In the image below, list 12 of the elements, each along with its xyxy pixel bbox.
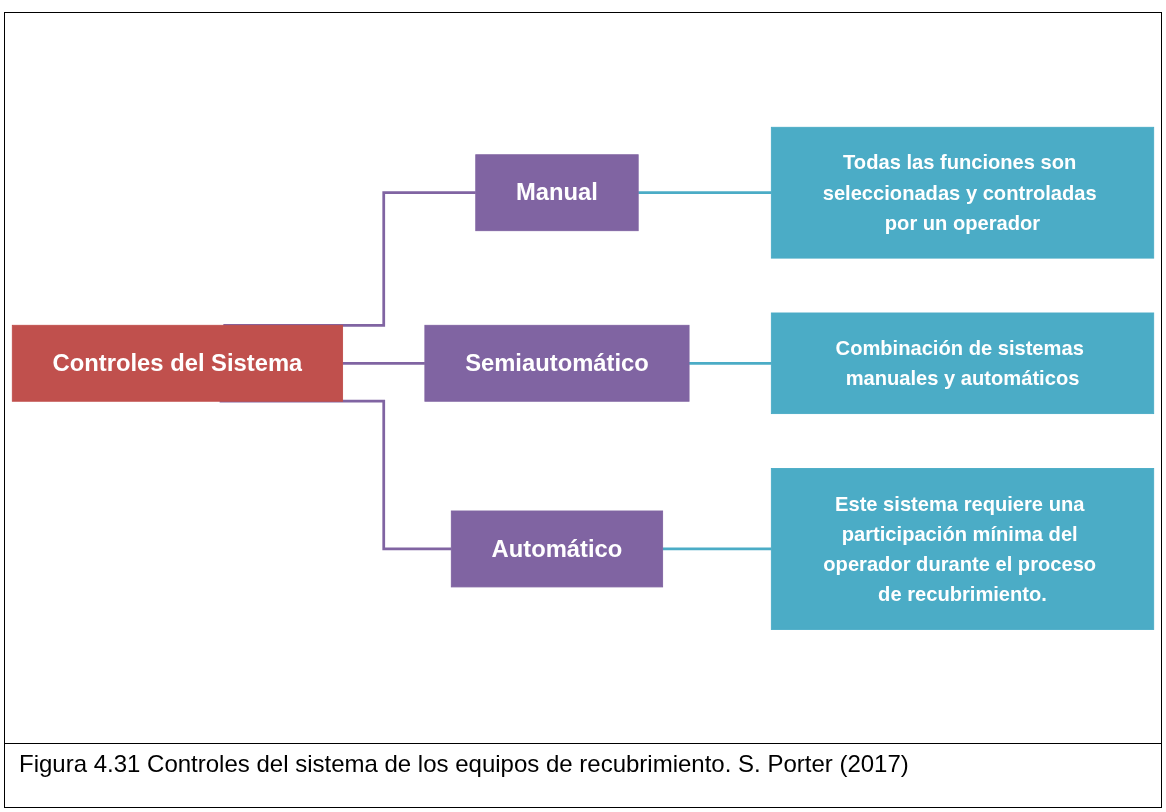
node-box: Todas las funciones son seleccionadas y controladas por un operador	[770, 126, 1155, 259]
figure-caption: Figura 4.31 Controles del sistema de los equipos de recubrimiento. S. Porter (2017)	[19, 750, 909, 778]
node-box: Controles del Sistema	[11, 324, 344, 402]
node-box: Semiautomático	[424, 324, 690, 402]
connector	[662, 547, 773, 550]
node-box: Combinación de sistemas manuales y automáticos	[770, 312, 1155, 414]
node-box: Automático	[450, 510, 664, 587]
connector	[638, 190, 773, 194]
connector	[689, 361, 773, 365]
node-box: Manual	[475, 153, 639, 231]
connector	[219, 399, 453, 550]
node-box: Este sistema requiere una participación mínima del operador durante el proceso de recubrimiento.	[770, 467, 1155, 630]
